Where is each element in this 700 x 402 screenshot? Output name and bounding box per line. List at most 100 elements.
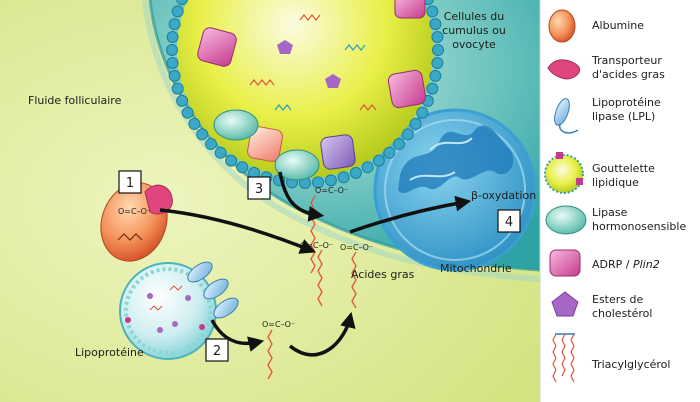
cell-label-line2: cumulus ou bbox=[442, 24, 506, 37]
carboxyl-label-a: O=C–O⁻ bbox=[300, 241, 333, 250]
phospholipid-bead bbox=[188, 117, 201, 130]
phospholipid-bead bbox=[168, 18, 181, 31]
phospholipid-bead bbox=[171, 5, 184, 18]
phospholipid-bead bbox=[383, 146, 396, 159]
carboxyl-label-1: O=C–O⁻ bbox=[118, 207, 151, 216]
phospholipid-bead bbox=[429, 18, 442, 31]
lpl-1 bbox=[187, 261, 213, 283]
fatty-acid-chain-b bbox=[351, 251, 357, 309]
phospholipid-bead bbox=[236, 161, 249, 174]
lpl-icon bbox=[554, 98, 570, 126]
albumin-icon bbox=[548, 9, 576, 43]
phospholipid-bead bbox=[393, 138, 405, 150]
phospholipid-bead bbox=[431, 57, 444, 69]
fatty-acid-chain-a bbox=[317, 249, 323, 307]
fluid-label: Fluide folliculaire bbox=[28, 94, 122, 107]
arrow-albumin-to-fa bbox=[159, 208, 316, 254]
cell-label-line1: Cellules du bbox=[444, 10, 505, 23]
mitochondrion-label: Mitochondrie bbox=[440, 262, 512, 275]
legend-item-hsl: Lipase hormonosensible bbox=[545, 205, 686, 235]
phospholipid-bead bbox=[324, 174, 337, 187]
phospholipid-bead bbox=[166, 57, 179, 69]
adrp-icon bbox=[549, 249, 581, 277]
phospholipid-bead bbox=[349, 166, 362, 179]
phospholipid-bead bbox=[166, 31, 179, 43]
arrow-hsl-to-fa bbox=[278, 171, 325, 222]
phospholipid-bead bbox=[401, 128, 414, 141]
lipoprotein-label: Lipoprotéine bbox=[75, 346, 144, 359]
svg-text:Lipase: Lipase bbox=[592, 206, 628, 219]
svg-text:Transporteur: Transporteur bbox=[591, 54, 662, 67]
legend-item-lipid-droplet: Gouttelette lipidique bbox=[544, 152, 655, 194]
phospholipid-bead bbox=[429, 69, 442, 82]
legend-item-lpl: Lipoprotéine lipase (LPL) bbox=[554, 96, 661, 134]
cell-label-line3: ovocyte bbox=[452, 38, 496, 51]
hsl-1 bbox=[213, 109, 259, 141]
phospholipid-bead bbox=[416, 106, 429, 119]
hsl-2 bbox=[274, 149, 320, 181]
pentagon-icon bbox=[551, 291, 579, 317]
phospholipid-bead bbox=[168, 69, 181, 82]
phospholipid-bead bbox=[426, 5, 439, 18]
phospholipid-bead bbox=[361, 161, 374, 174]
svg-text:lipase (LPL): lipase (LPL) bbox=[592, 110, 655, 123]
legend-item-triacylglycerol: Triacylglycérol bbox=[552, 333, 670, 383]
svg-text:Lipoprotéine: Lipoprotéine bbox=[592, 96, 661, 109]
carboxyl-label-3: O=C–O⁻ bbox=[315, 186, 348, 195]
svg-text:Albumine: Albumine bbox=[592, 19, 644, 32]
legend-panel: Albumine Transporteur d'acides gras Lipo… bbox=[539, 0, 700, 402]
phospholipid-bead bbox=[337, 171, 350, 184]
beta-oxidation-label: β-oxydation bbox=[471, 189, 536, 202]
step-box-1: 1 bbox=[118, 170, 142, 194]
arrow-fa-uptake bbox=[288, 311, 356, 357]
fa-transporter bbox=[144, 184, 173, 215]
phospholipid-bead bbox=[181, 106, 194, 119]
svg-text:1: 1 bbox=[126, 176, 134, 191]
svg-text:Esters de: Esters de bbox=[592, 293, 643, 306]
arrow-to-mito bbox=[349, 195, 472, 234]
legend-item-albumin: Albumine bbox=[548, 9, 644, 43]
arrow-lpl-to-fa bbox=[210, 319, 265, 352]
phospholipid-bead bbox=[312, 176, 324, 189]
legend-item-cholesterol-esters: Esters de cholestérol bbox=[551, 291, 652, 320]
lpl-3 bbox=[213, 297, 239, 319]
phospholipid-bead bbox=[432, 44, 444, 56]
step-box-2: 2 bbox=[205, 338, 229, 362]
fatty-acids-label: Acides gras bbox=[351, 268, 415, 281]
phospholipid-bead bbox=[214, 146, 227, 159]
transporter-icon bbox=[547, 59, 580, 80]
svg-text:Triacylglycérol: Triacylglycérol bbox=[591, 358, 670, 371]
svg-text:4: 4 bbox=[505, 215, 513, 230]
step-box-3: 3 bbox=[247, 176, 271, 200]
phospholipid-bead bbox=[196, 128, 209, 141]
step-box-4: 4 bbox=[497, 209, 521, 233]
legend-item-adrp: ADRP / Plin2 bbox=[549, 249, 660, 277]
svg-text:2: 2 bbox=[213, 344, 221, 359]
svg-text:cholestérol: cholestérol bbox=[592, 307, 652, 320]
carboxyl-label-2: O=C–O⁻ bbox=[262, 320, 295, 329]
phospholipid-bead bbox=[409, 117, 422, 130]
phospholipid-bead bbox=[426, 82, 439, 95]
svg-text:d'acides gras: d'acides gras bbox=[592, 68, 665, 81]
phospholipid-bead bbox=[225, 154, 238, 167]
lpl-2 bbox=[203, 278, 229, 300]
svg-text:lipidique: lipidique bbox=[592, 176, 639, 189]
carboxyl-label-b: O=C–O⁻ bbox=[340, 243, 373, 252]
svg-text:3: 3 bbox=[255, 182, 263, 197]
legend-item-transporter: Transporteur d'acides gras bbox=[547, 54, 665, 81]
phospholipid-bead bbox=[372, 154, 385, 167]
phospholipid-bead bbox=[166, 44, 178, 56]
phospholipid-bead bbox=[431, 31, 444, 43]
svg-text:hormonosensible: hormonosensible bbox=[592, 220, 686, 233]
svg-text:Gouttelette: Gouttelette bbox=[592, 162, 655, 175]
tag-icon bbox=[552, 333, 557, 383]
hsl-icon bbox=[545, 205, 587, 235]
phospholipid-bead bbox=[171, 82, 184, 95]
fatty-acid-chain-2 bbox=[267, 329, 273, 380]
phospholipid-bead bbox=[176, 94, 189, 107]
lipid-droplet-icon bbox=[544, 154, 584, 194]
phospholipid-bead bbox=[176, 0, 189, 6]
phospholipid-bead bbox=[205, 138, 217, 150]
